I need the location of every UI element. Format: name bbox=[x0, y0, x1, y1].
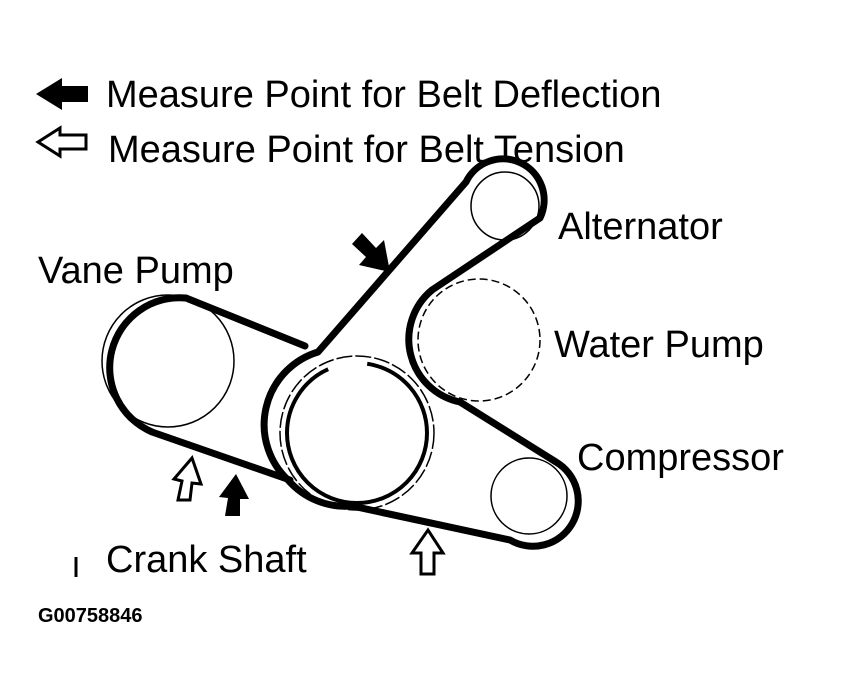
component-labels: Alternator Vane Pump Water Pump Compress… bbox=[38, 206, 784, 581]
figure-id: G00758846 bbox=[38, 605, 143, 627]
water-pump-pulley bbox=[417, 278, 541, 402]
hollow-arrow-icon bbox=[35, 125, 88, 159]
deflection-arrow-top bbox=[352, 233, 390, 272]
crank-shaft-pulley bbox=[279, 355, 435, 511]
deflection-arrow-bottom bbox=[219, 474, 249, 516]
legend-deflection-label: Measure Point for Belt Deflection bbox=[106, 74, 662, 116]
measure-arrows bbox=[171, 233, 446, 576]
vane-pump-label: Vane Pump bbox=[38, 250, 234, 292]
solid-arrow-icon bbox=[36, 78, 88, 110]
crank-shaft-rim bbox=[285, 361, 429, 505]
crank-shaft-label: Crank Shaft bbox=[106, 539, 307, 581]
legend: Measure Point for Belt Deflection Measur… bbox=[35, 74, 662, 171]
drive-belt bbox=[106, 155, 582, 550]
alternator-pulley bbox=[470, 171, 540, 241]
belt-main bbox=[260, 155, 582, 550]
belt-vane-pump bbox=[106, 294, 309, 484]
alternator-label: Alternator bbox=[558, 206, 723, 248]
tension-arrow-right bbox=[409, 527, 446, 576]
tension-arrow-left bbox=[171, 455, 204, 502]
water-pump-label: Water Pump bbox=[554, 324, 764, 366]
vane-pump-pulley bbox=[101, 294, 235, 428]
legend-tension-label: Measure Point for Belt Tension bbox=[108, 129, 625, 171]
compressor-pulley bbox=[490, 457, 568, 535]
compressor-label: Compressor bbox=[577, 437, 784, 479]
